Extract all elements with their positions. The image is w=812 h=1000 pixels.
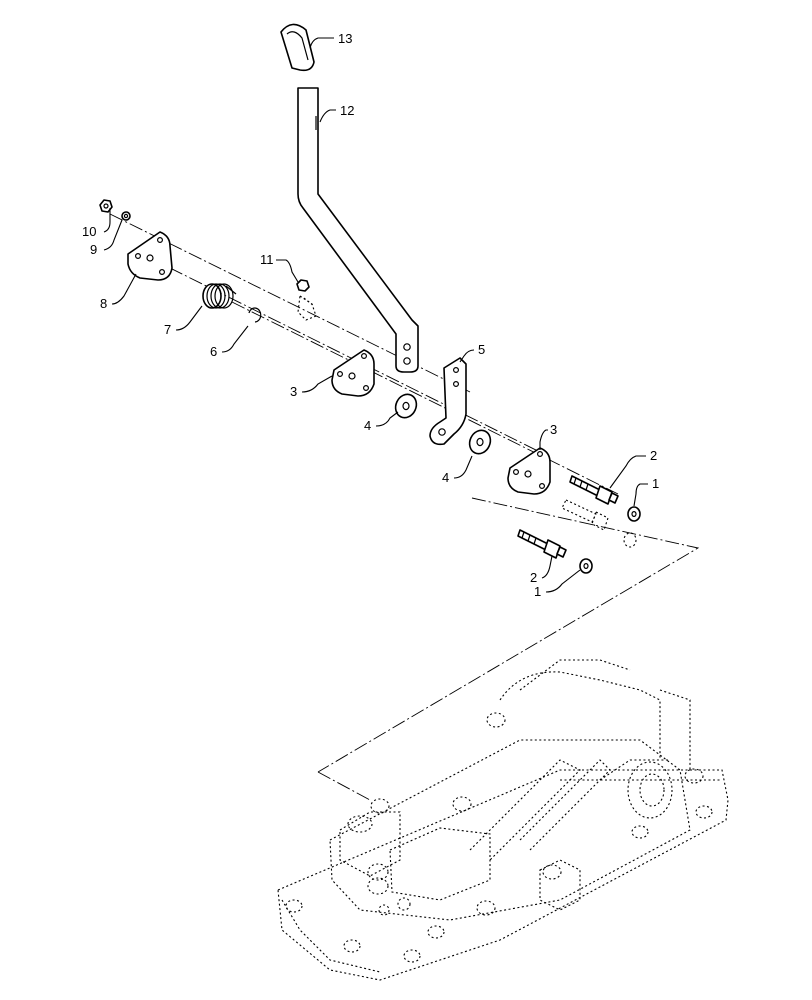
washer-icon-2 <box>579 558 593 574</box>
callout-2-upper: 2 <box>650 448 657 463</box>
callout-7: 7 <box>164 322 171 337</box>
flat-washer-icon-2 <box>468 429 492 455</box>
callout-4-upper: 4 <box>364 418 371 433</box>
callout-3-lower: 3 <box>550 422 557 437</box>
callout-labels: 13 12 10 9 8 7 6 11 3 4 5 4 3 2 1 2 1 <box>82 31 659 599</box>
washer-icon <box>627 506 641 522</box>
phantom-stud-icon <box>561 499 637 548</box>
callout-1-upper: 1 <box>652 476 659 491</box>
mounting-plate-icon <box>127 231 173 281</box>
bracket-plate-icon-2 <box>507 447 551 495</box>
lock-washer-icon <box>121 211 131 221</box>
callout-6: 6 <box>210 344 217 359</box>
callout-10: 10 <box>82 224 96 239</box>
hydraulic-lift-housing-icon <box>277 659 729 981</box>
bracket-plate-icon <box>331 349 375 397</box>
flat-washer-icon <box>394 393 418 419</box>
snap-ring-icon <box>248 307 262 323</box>
callout-9: 9 <box>90 242 97 257</box>
assembly-centerlines <box>109 213 700 801</box>
callout-5: 5 <box>478 342 485 357</box>
callout-3-upper: 3 <box>290 384 297 399</box>
leader-lines <box>103 37 648 593</box>
bolt-icon <box>296 279 317 321</box>
callout-1-lower: 1 <box>534 584 541 599</box>
control-lever-icon <box>297 87 419 373</box>
stud-bolt-icon <box>569 475 619 505</box>
callout-4-lower: 4 <box>442 470 449 485</box>
callout-8: 8 <box>100 296 107 311</box>
callout-2-lower: 2 <box>530 570 537 585</box>
callout-11: 11 <box>260 252 274 267</box>
torsion-spring-icon <box>202 283 237 309</box>
stud-bolt-icon-2 <box>517 529 567 559</box>
callout-13: 13 <box>338 31 352 46</box>
link-arm-icon <box>429 357 467 446</box>
lever-knob-icon <box>280 23 315 72</box>
callout-12: 12 <box>340 103 354 118</box>
nut-icon <box>99 199 113 213</box>
